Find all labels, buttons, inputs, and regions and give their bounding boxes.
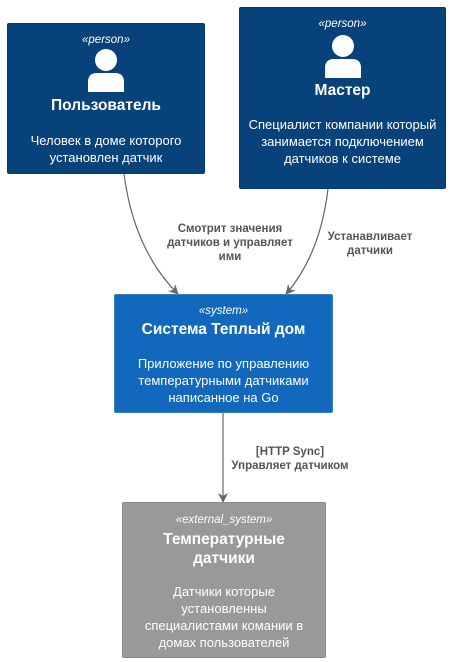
master-description: Специалист компании который занимается п… xyxy=(248,117,437,166)
relation-tech-system-to-sensors: [HTTP Sync] xyxy=(255,446,325,458)
relation-label-system-to-sensors: Управляет датчиком xyxy=(231,460,349,472)
relation-label-user-to-system: Смотрит значения датчиков и управляет им… xyxy=(167,223,293,263)
master-stereotype: «person» xyxy=(318,18,367,30)
system-title: Система Теплый дом xyxy=(141,321,306,338)
user-stereotype: «person» xyxy=(82,34,130,46)
master-person-box[interactable]: «person» Мастер Специалист компании кото… xyxy=(239,7,446,189)
relation-label-master-to-system: Устанавливает датчики xyxy=(327,231,413,257)
system-box[interactable]: «system» Система Теплый дом Приложение п… xyxy=(114,294,333,413)
person-icon xyxy=(324,35,361,78)
arrow-user-to-system xyxy=(123,173,179,295)
user-person-box[interactable]: «person» Пользователь Человек в доме кот… xyxy=(7,23,205,174)
system-description: Приложение по управлению температурными … xyxy=(137,356,310,405)
person-icon xyxy=(88,49,124,92)
user-description: Человек в доме которого установлен датчи… xyxy=(30,133,182,165)
system-stereotype: «system» xyxy=(198,305,249,317)
sensors-stereotype: «external_system» xyxy=(175,514,273,526)
sensors-title: Температурные датчики xyxy=(163,531,285,567)
master-title: Мастер xyxy=(314,82,371,99)
sensors-description: Датчики которые установленны специалиста… xyxy=(144,584,304,650)
sensors-external-box[interactable]: «external_system» Температурные датчики … xyxy=(122,502,326,658)
arrow-master-to-system xyxy=(285,188,329,295)
user-title: Пользователь xyxy=(51,97,161,114)
